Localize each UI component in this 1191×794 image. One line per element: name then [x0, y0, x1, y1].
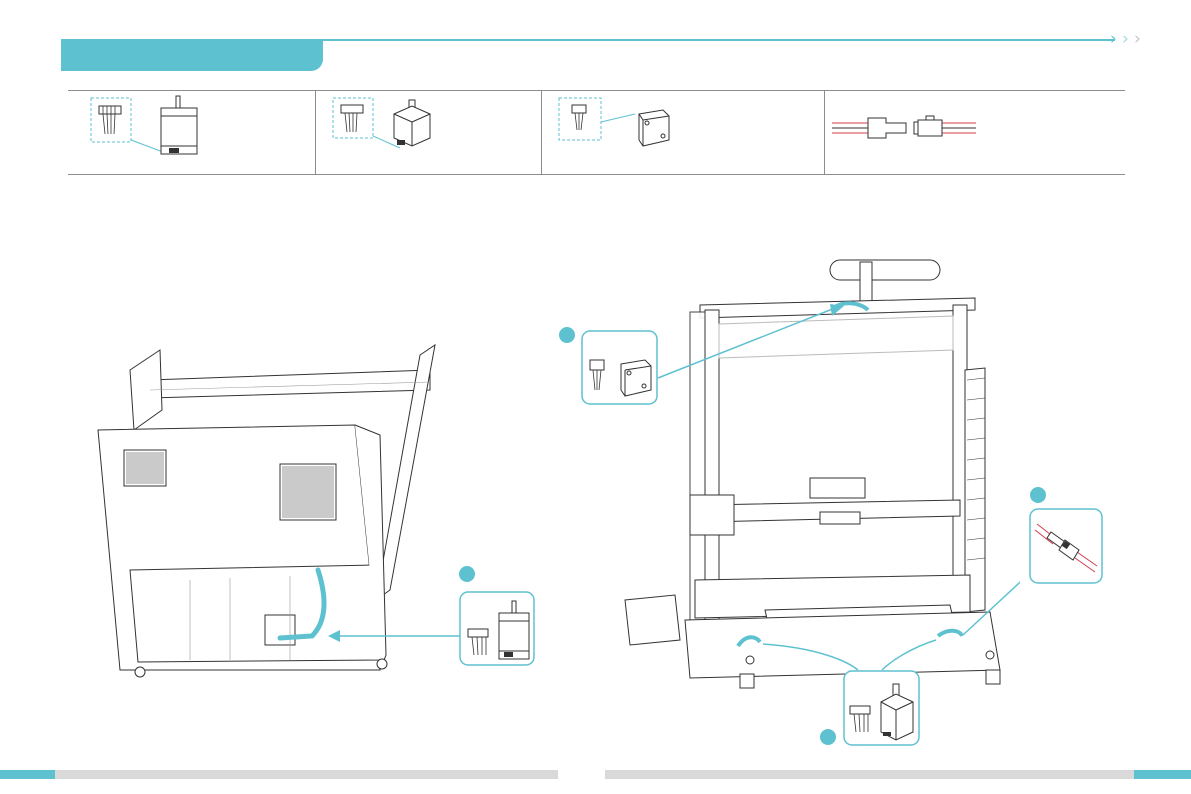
footer-accent-left	[0, 770, 55, 779]
section-header-tab	[61, 39, 323, 71]
motor-connector-callout	[843, 670, 920, 746]
footer-accent-right	[1134, 770, 1191, 779]
extruder-motor-connector-icon	[328, 92, 458, 167]
chevron-right-icon: ›	[1122, 30, 1129, 48]
chevron-right-icon: ›	[1134, 30, 1141, 48]
motor-connector-callout	[459, 591, 535, 666]
table-bottom-rule	[68, 174, 1125, 175]
callout-marker	[1030, 487, 1046, 503]
printer-frame-front-illustration	[620, 250, 1020, 700]
callout-marker	[459, 566, 475, 582]
chevron-right-icon: ›	[1110, 30, 1117, 48]
header-rule	[323, 39, 1115, 41]
table-divider	[315, 90, 316, 175]
table-divider	[824, 90, 825, 175]
table-divider	[541, 90, 542, 175]
callout-marker	[559, 327, 575, 343]
power-cable-connector-icon	[830, 112, 980, 146]
table-top-rule	[68, 90, 1125, 91]
z-motor-connector-icon	[85, 92, 215, 167]
filament-sensor-callout	[581, 330, 658, 405]
footer-bar-left	[55, 770, 558, 779]
footer-bar-right	[605, 770, 1134, 779]
callout-marker	[820, 729, 836, 745]
filament-sensor-connector-icon	[555, 92, 685, 167]
power-connector-callout	[1029, 508, 1103, 584]
